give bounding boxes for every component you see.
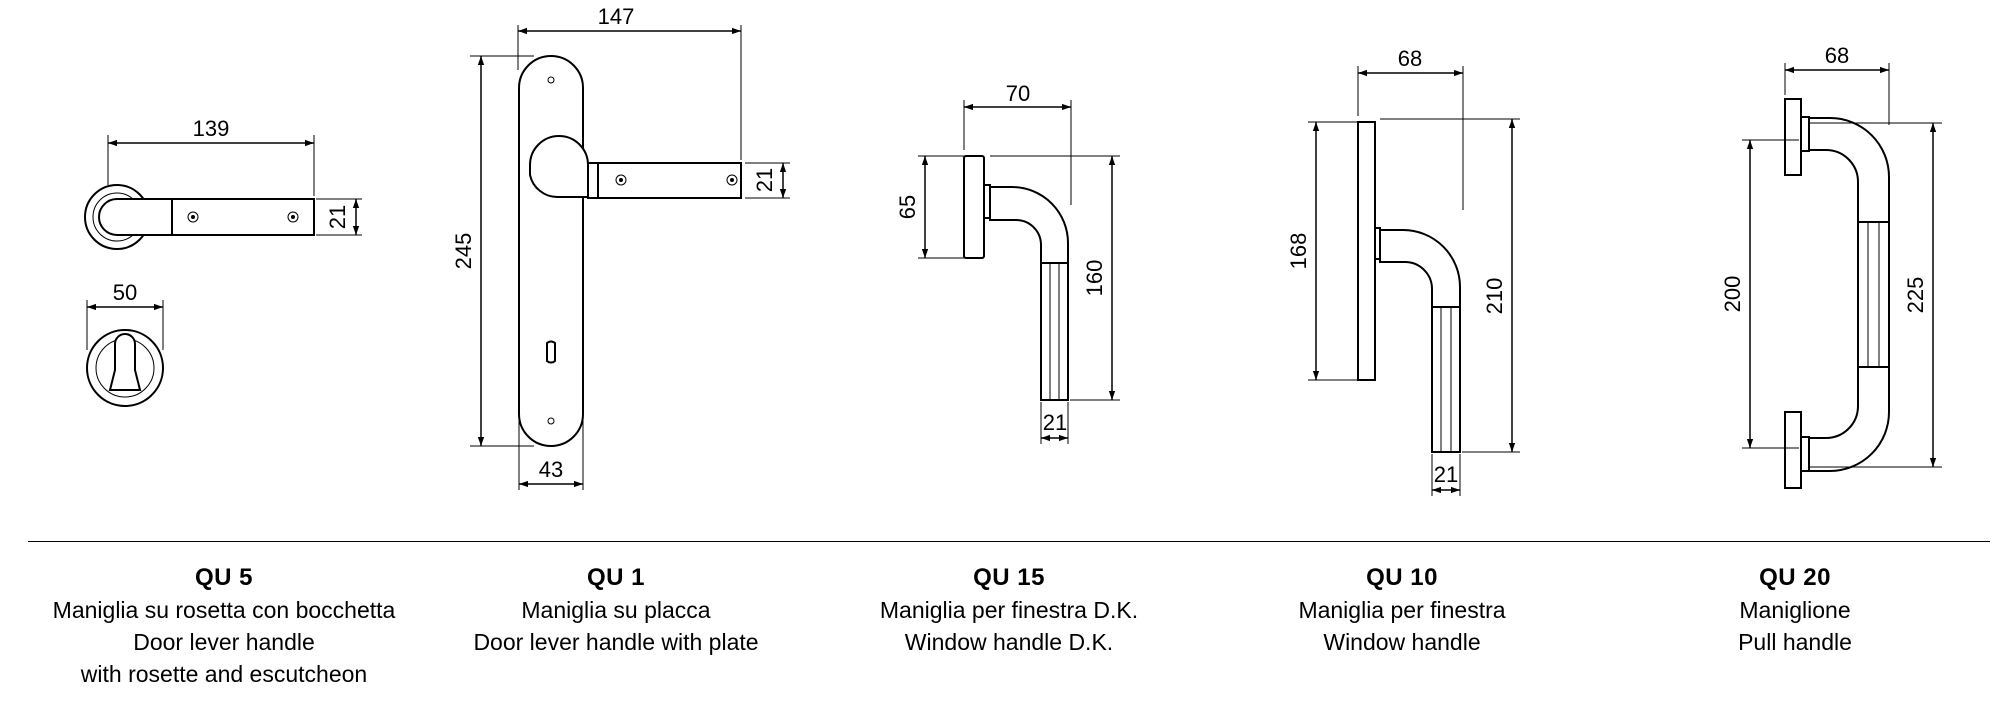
qu20-dim-centres: 200 bbox=[1720, 276, 1745, 313]
section-divider bbox=[28, 541, 1990, 542]
qu5-dim-length: 139 bbox=[193, 116, 230, 141]
qu10-drawing: 68 168 210 21 bbox=[1286, 46, 1520, 496]
qu20-dim-projection: 68 bbox=[1825, 43, 1849, 68]
product-description-it: Maniglia su rosetta con bocchetta bbox=[52, 597, 396, 623]
qu10-dim-projection: 68 bbox=[1398, 46, 1422, 71]
caption-qu5: QU 5 Maniglia su rosetta con bocchetta D… bbox=[14, 562, 434, 690]
product-code: QU 1 bbox=[586, 564, 645, 591]
product-description-en-2: with rosette and escutcheon bbox=[80, 661, 368, 687]
qu5-lever-drawing: 139 21 bbox=[84, 116, 362, 250]
product-description-it: Maniglia su placca bbox=[521, 597, 711, 623]
qu15-dim-projection: 70 bbox=[1006, 81, 1030, 106]
qu1-dim-section: 21 bbox=[752, 168, 777, 192]
qu1-dim-plate-width: 43 bbox=[539, 457, 563, 482]
product-description-it: Maniglione bbox=[1739, 597, 1851, 623]
qu20-dim-length: 225 bbox=[1903, 277, 1928, 314]
product-description-it: Maniglia per finestra D.K. bbox=[879, 597, 1139, 623]
qu1-drawing: 147 21 245 43 bbox=[451, 4, 790, 490]
qu1-dim-plate-height: 245 bbox=[451, 233, 476, 270]
qu10-dim-plate-height: 168 bbox=[1286, 233, 1311, 270]
product-description-en: Pull handle bbox=[1738, 629, 1852, 655]
product-code: QU 5 bbox=[194, 564, 253, 591]
qu10-dim-section: 21 bbox=[1434, 462, 1458, 487]
product-description-it: Maniglia per finestra bbox=[1298, 597, 1506, 623]
qu5-dim-section: 21 bbox=[325, 205, 350, 229]
product-code: QU 10 bbox=[1366, 564, 1438, 591]
product-code: QU 20 bbox=[1759, 564, 1831, 591]
caption-qu15: QU 15 Maniglia per finestra D.K. Window … bbox=[799, 562, 1219, 658]
qu1-dim-length: 147 bbox=[598, 4, 635, 29]
qu20-drawing: 68 200 225 bbox=[1720, 43, 1942, 489]
qu5-escutcheon-drawing: 50 bbox=[86, 280, 164, 407]
caption-qu20: QU 20 Maniglione Pull handle bbox=[1585, 562, 2005, 658]
caption-qu1: QU 1 Maniglia su placca Door lever handl… bbox=[406, 562, 826, 658]
product-code: QU 15 bbox=[973, 564, 1045, 591]
qu10-dim-height: 210 bbox=[1482, 278, 1507, 315]
caption-qu10: QU 10 Maniglia per finestra Window handl… bbox=[1192, 562, 1612, 658]
qu15-drawing: 70 65 160 21 bbox=[895, 81, 1120, 444]
product-description-en: Window handle bbox=[1323, 629, 1481, 655]
qu5-dim-escutcheon: 50 bbox=[113, 280, 137, 305]
qu15-dim-section: 21 bbox=[1043, 410, 1067, 435]
product-description-en: Window handle D.K. bbox=[904, 629, 1114, 655]
qu15-dim-height: 160 bbox=[1082, 260, 1107, 297]
product-description-en: Door lever handle with plate bbox=[473, 629, 759, 655]
qu15-dim-base: 65 bbox=[895, 195, 920, 219]
product-description-en: Door lever handle bbox=[133, 629, 315, 655]
